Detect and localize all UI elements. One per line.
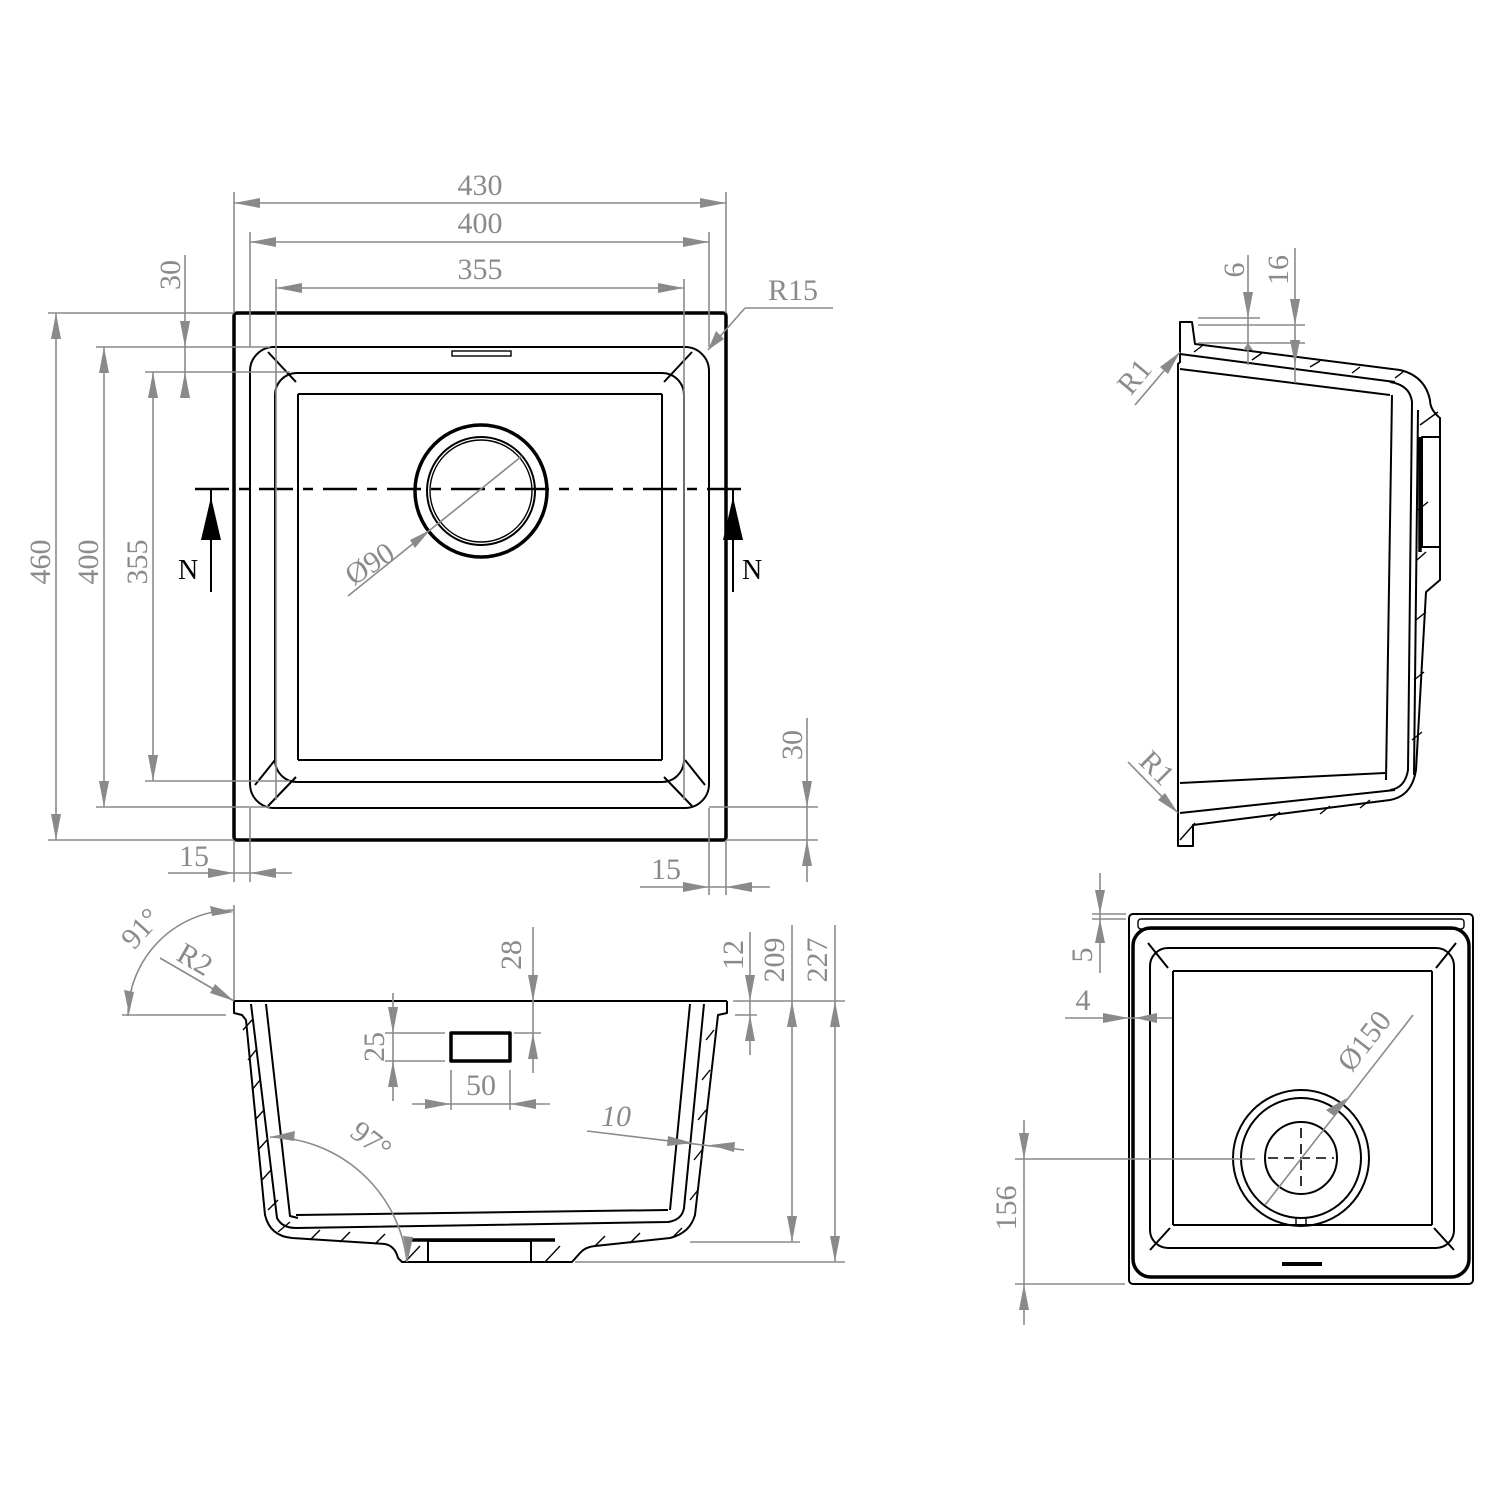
dim-bowl-height: 209 — [758, 938, 791, 983]
dim-corner-radius: R15 — [768, 274, 818, 307]
dim-rim-5: 5 — [1066, 948, 1099, 963]
dim-lip-16: 16 — [1262, 255, 1295, 285]
dim-overall-width: 430 — [458, 169, 503, 202]
dim-radius-top: R1 — [1111, 353, 1159, 401]
dim-wall-angle: 97° — [344, 1115, 397, 1167]
dim-flange-right: 15 — [651, 853, 681, 886]
dim-drain-diameter: Ø90 — [339, 536, 400, 592]
bottom-drain-inner — [1264, 1121, 1338, 1195]
overflow-opening — [449, 1031, 512, 1063]
bottom-drain-outer — [1232, 1089, 1370, 1227]
side-section-outer — [1177, 321, 1441, 847]
dim-overflow-width: 50 — [466, 1069, 496, 1102]
dim-drain-diameter-bottom: Ø150 — [1331, 1005, 1398, 1078]
dim-flange-left: 15 — [179, 840, 209, 873]
section-marker-right: N — [742, 555, 762, 586]
dim-inner-depth: 355 — [121, 540, 154, 585]
drain-inner-ring — [426, 436, 536, 546]
outer-flange-outline — [232, 311, 728, 842]
section-marker-left: N — [178, 555, 198, 586]
drain-outer-ring — [413, 423, 549, 559]
bowl-bevel — [274, 372, 685, 783]
dim-lip-6: 6 — [1218, 263, 1251, 278]
dim-rim-bottom: 30 — [776, 730, 809, 760]
dim-overflow-offset: 28 — [495, 940, 528, 970]
dim-total-height: 227 — [801, 938, 834, 983]
dim-rim-4: 4 — [1076, 984, 1091, 1017]
dim-overflow-height: 25 — [358, 1032, 391, 1062]
dim-flange-height: 12 — [717, 940, 750, 970]
dim-bowl-depth: 400 — [72, 540, 105, 585]
front-section-view: 91° R2 28 25 50 10 97° — [115, 902, 845, 1263]
overflow-slot — [451, 350, 512, 357]
dim-bowl-width: 400 — [458, 207, 503, 240]
dim-top-angle: 91° — [115, 902, 168, 955]
bottom-bowl-outline — [1131, 926, 1471, 1279]
bowl-section-outer — [233, 1001, 728, 1263]
bottom-flange-outline — [1128, 913, 1474, 1285]
dim-radius-bottom: R1 — [1133, 744, 1181, 792]
bowl-outline — [249, 346, 710, 809]
dim-inner-width: 355 — [458, 253, 503, 286]
bottom-view: 5 4 Ø150 156 — [990, 873, 1474, 1325]
dim-wall-thickness: 10 — [601, 1100, 631, 1133]
dim-edge-radius: R2 — [171, 937, 218, 983]
top-view: N N 430 400 355 R15 460 — [24, 169, 833, 895]
dim-overall-depth: 460 — [24, 540, 57, 585]
dim-drain-offset: 156 — [990, 1186, 1023, 1231]
dim-rim-top: 30 — [154, 260, 187, 290]
side-section-view: 6 16 R1 R1 — [1111, 248, 1441, 847]
overflow-slot-bottom — [1282, 1262, 1322, 1266]
